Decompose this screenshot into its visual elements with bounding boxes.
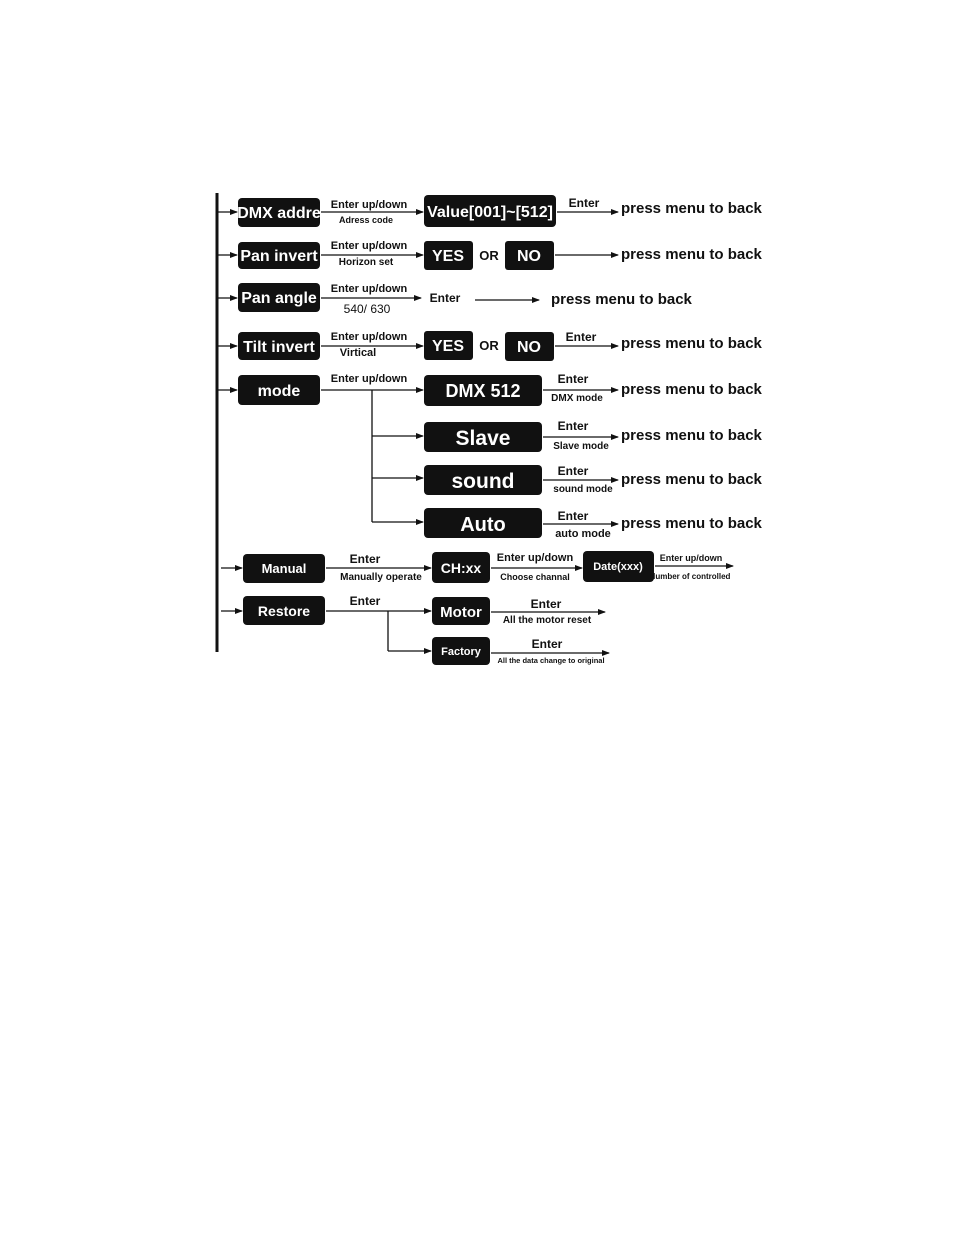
restore-enter-label: Enter [350,594,381,608]
pan-angle-values-label: 540/ 630 [344,302,391,316]
manual-channel-box[interactable] [432,552,490,583]
mode-auto-sub-label: auto mode [555,528,611,540]
manual-choose-channal-label: Choose channal [500,572,570,582]
pan-invert-yes-label: YES [432,248,464,265]
mode-sound-box[interactable] [424,465,542,495]
mode-sound-sub-label: sound mode [553,484,613,495]
restore-motor-sub-label: All the motor reset [503,615,592,626]
manual-date-enter-updown-label: Enter up/down [660,553,723,563]
mode-slave-result-text: press menu to back [621,427,763,444]
mode-dmx512-box[interactable] [424,375,542,406]
mode-sound-enter-label: Enter [558,464,589,478]
pan-invert-horizon-set-label: Horizon set [339,257,394,268]
tilt-invert-or-text: OR [479,338,499,353]
mode-auto-label: Auto [460,514,506,536]
dmx-addre-label: DMX addre [237,205,321,222]
mode-slave-label: Slave [456,427,511,450]
pan-angle-box[interactable] [238,283,320,312]
mode-dmx512-result-text: press menu to back [621,381,763,398]
mode-slave-enter-label: Enter [558,419,589,433]
pan-invert-yes-box[interactable] [424,241,473,270]
mode-slave-box[interactable] [424,422,542,452]
dmx-result-text: press menu to back [621,200,763,217]
pan-angle-label: Pan angle [241,290,317,307]
pan-angle-enter-label: Enter [430,291,461,305]
restore-label: Restore [258,603,310,619]
tilt-invert-no-label: NO [517,339,541,356]
manual-label: Manual [262,561,307,576]
tilt-invert-box[interactable] [238,332,320,360]
restore-factory-enter-label: Enter [532,637,563,651]
restore-motor-box[interactable] [432,597,490,625]
restore-motor-enter-label: Enter [531,597,562,611]
mode-dmx512-label: DMX 512 [445,381,520,401]
mode-label: mode [258,383,301,400]
tilt-invert-yes-label: YES [432,338,464,355]
manual-date-label: Date(xxx) [593,561,643,573]
manual-date-box[interactable] [583,551,654,582]
mode-slave-sub-label: Slave mode [553,441,609,452]
pan-invert-enter-updown-label: Enter up/down [331,240,408,252]
pan-invert-label: Pan invert [240,248,318,265]
tilt-invert-enter-updown-label: Enter up/down [331,331,408,343]
dmx-adress-code-label: Adress code [339,215,393,225]
mode-dmx512-sub-label: DMX mode [551,393,603,404]
pan-invert-result-text: press menu to back [621,246,763,263]
pan-invert-no-label: NO [517,248,541,265]
mode-dmx512-enter-label: Enter [558,372,589,386]
mode-auto-result-text: press menu to back [621,515,763,532]
dmx-addre-box[interactable] [238,198,320,227]
pan-invert-box[interactable] [238,242,320,269]
mode-sound-label: sound [452,470,515,493]
restore-box[interactable] [243,596,325,625]
mode-auto-box[interactable] [424,508,542,538]
tilt-invert-yes-box[interactable] [424,331,473,360]
manual-box[interactable] [243,554,325,583]
dmx-value-box[interactable] [424,195,556,227]
manual-channel-label: CH:xx [441,560,482,576]
restore-factory-box[interactable] [432,637,490,665]
dmx-enter-updown-label: Enter up/down [331,199,408,211]
manual-enter-label: Enter [350,552,381,566]
mode-sound-result-text: press menu to back [621,471,763,488]
tilt-invert-result-text: press menu to back [621,335,763,352]
tilt-invert-label: Tilt invert [243,339,315,356]
manual-date-controlled-label: Number of controlled [650,572,731,581]
pan-invert-no-box[interactable] [505,241,554,270]
mode-enter-updown-label: Enter up/down [331,373,408,385]
pan-angle-enter-updown-label: Enter up/down [331,283,408,295]
pan-angle-result-text: press menu to back [551,291,693,308]
manual-channel-enter-updown-label: Enter up/down [497,552,574,564]
mode-box[interactable] [238,375,320,405]
manual-operate-label: Manually operate [340,572,422,583]
tilt-invert-enter-label: Enter [566,330,597,344]
pan-invert-or-text: OR [479,248,499,263]
dmx-value-label: Value[001]~[512] [427,204,553,221]
mode-auto-enter-label: Enter [558,509,589,523]
restore-factory-label: Factory [441,646,482,658]
tilt-invert-no-box[interactable] [505,332,554,361]
restore-factory-sub-label: All the data change to original [497,656,604,665]
tilt-invert-virtical-label: Virtical [340,347,377,359]
restore-motor-label: Motor [440,604,482,621]
dmx-enter-label: Enter [569,196,600,210]
